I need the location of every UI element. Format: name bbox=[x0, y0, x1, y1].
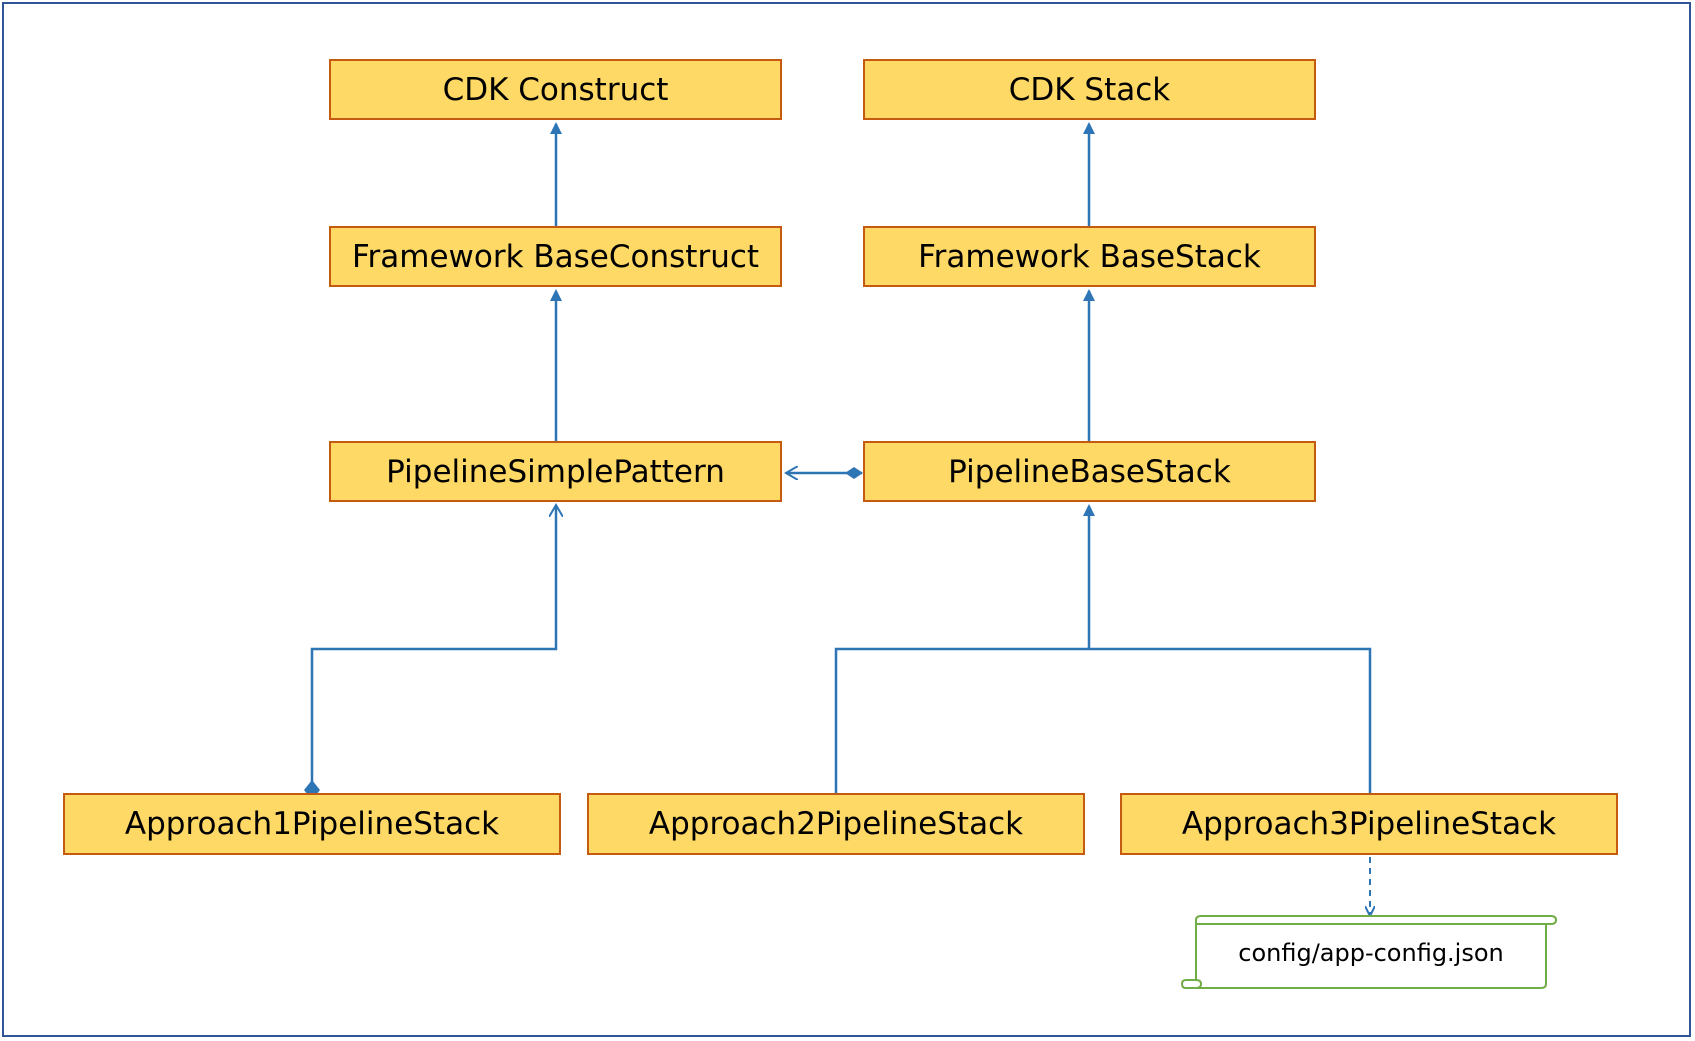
node-label: PipelineSimplePattern bbox=[386, 453, 725, 490]
node-framework-basestack: Framework BaseStack bbox=[863, 226, 1316, 287]
node-framework-baseconstruct: Framework BaseConstruct bbox=[329, 226, 782, 287]
node-label: Approach1PipelineStack bbox=[124, 806, 500, 842]
edge-approach3-to-pipelinebasestack bbox=[1089, 647, 1372, 793]
node-approach1-pipeline-stack: Approach1PipelineStack bbox=[63, 793, 561, 855]
edge-approach2-to-pipelinebasestack bbox=[834, 647, 1089, 793]
node-label: PipelineBaseStack bbox=[948, 453, 1231, 490]
config-note: config/app-config.json bbox=[1196, 926, 1546, 980]
node-label: CDK Construct bbox=[442, 71, 669, 108]
node-label: CDK Stack bbox=[1008, 71, 1171, 108]
edge-approach1-composes-simplepattern bbox=[310, 505, 556, 792]
node-label: Approach2PipelineStack bbox=[648, 806, 1024, 842]
node-cdk-construct: CDK Construct bbox=[329, 59, 782, 120]
node-approach2-pipeline-stack: Approach2PipelineStack bbox=[587, 793, 1085, 855]
config-note-shape bbox=[1180, 915, 1558, 989]
node-approach3-pipeline-stack: Approach3PipelineStack bbox=[1120, 793, 1618, 855]
node-pipeline-simple-pattern: PipelineSimplePattern bbox=[329, 441, 782, 502]
node-cdk-stack: CDK Stack bbox=[863, 59, 1316, 120]
node-label: Framework BaseStack bbox=[918, 238, 1261, 275]
node-label: Approach3PipelineStack bbox=[1181, 806, 1557, 842]
node-pipeline-base-stack: PipelineBaseStack bbox=[863, 441, 1316, 502]
config-note-label: config/app-config.json bbox=[1238, 939, 1504, 967]
node-label: Framework BaseConstruct bbox=[351, 238, 760, 275]
